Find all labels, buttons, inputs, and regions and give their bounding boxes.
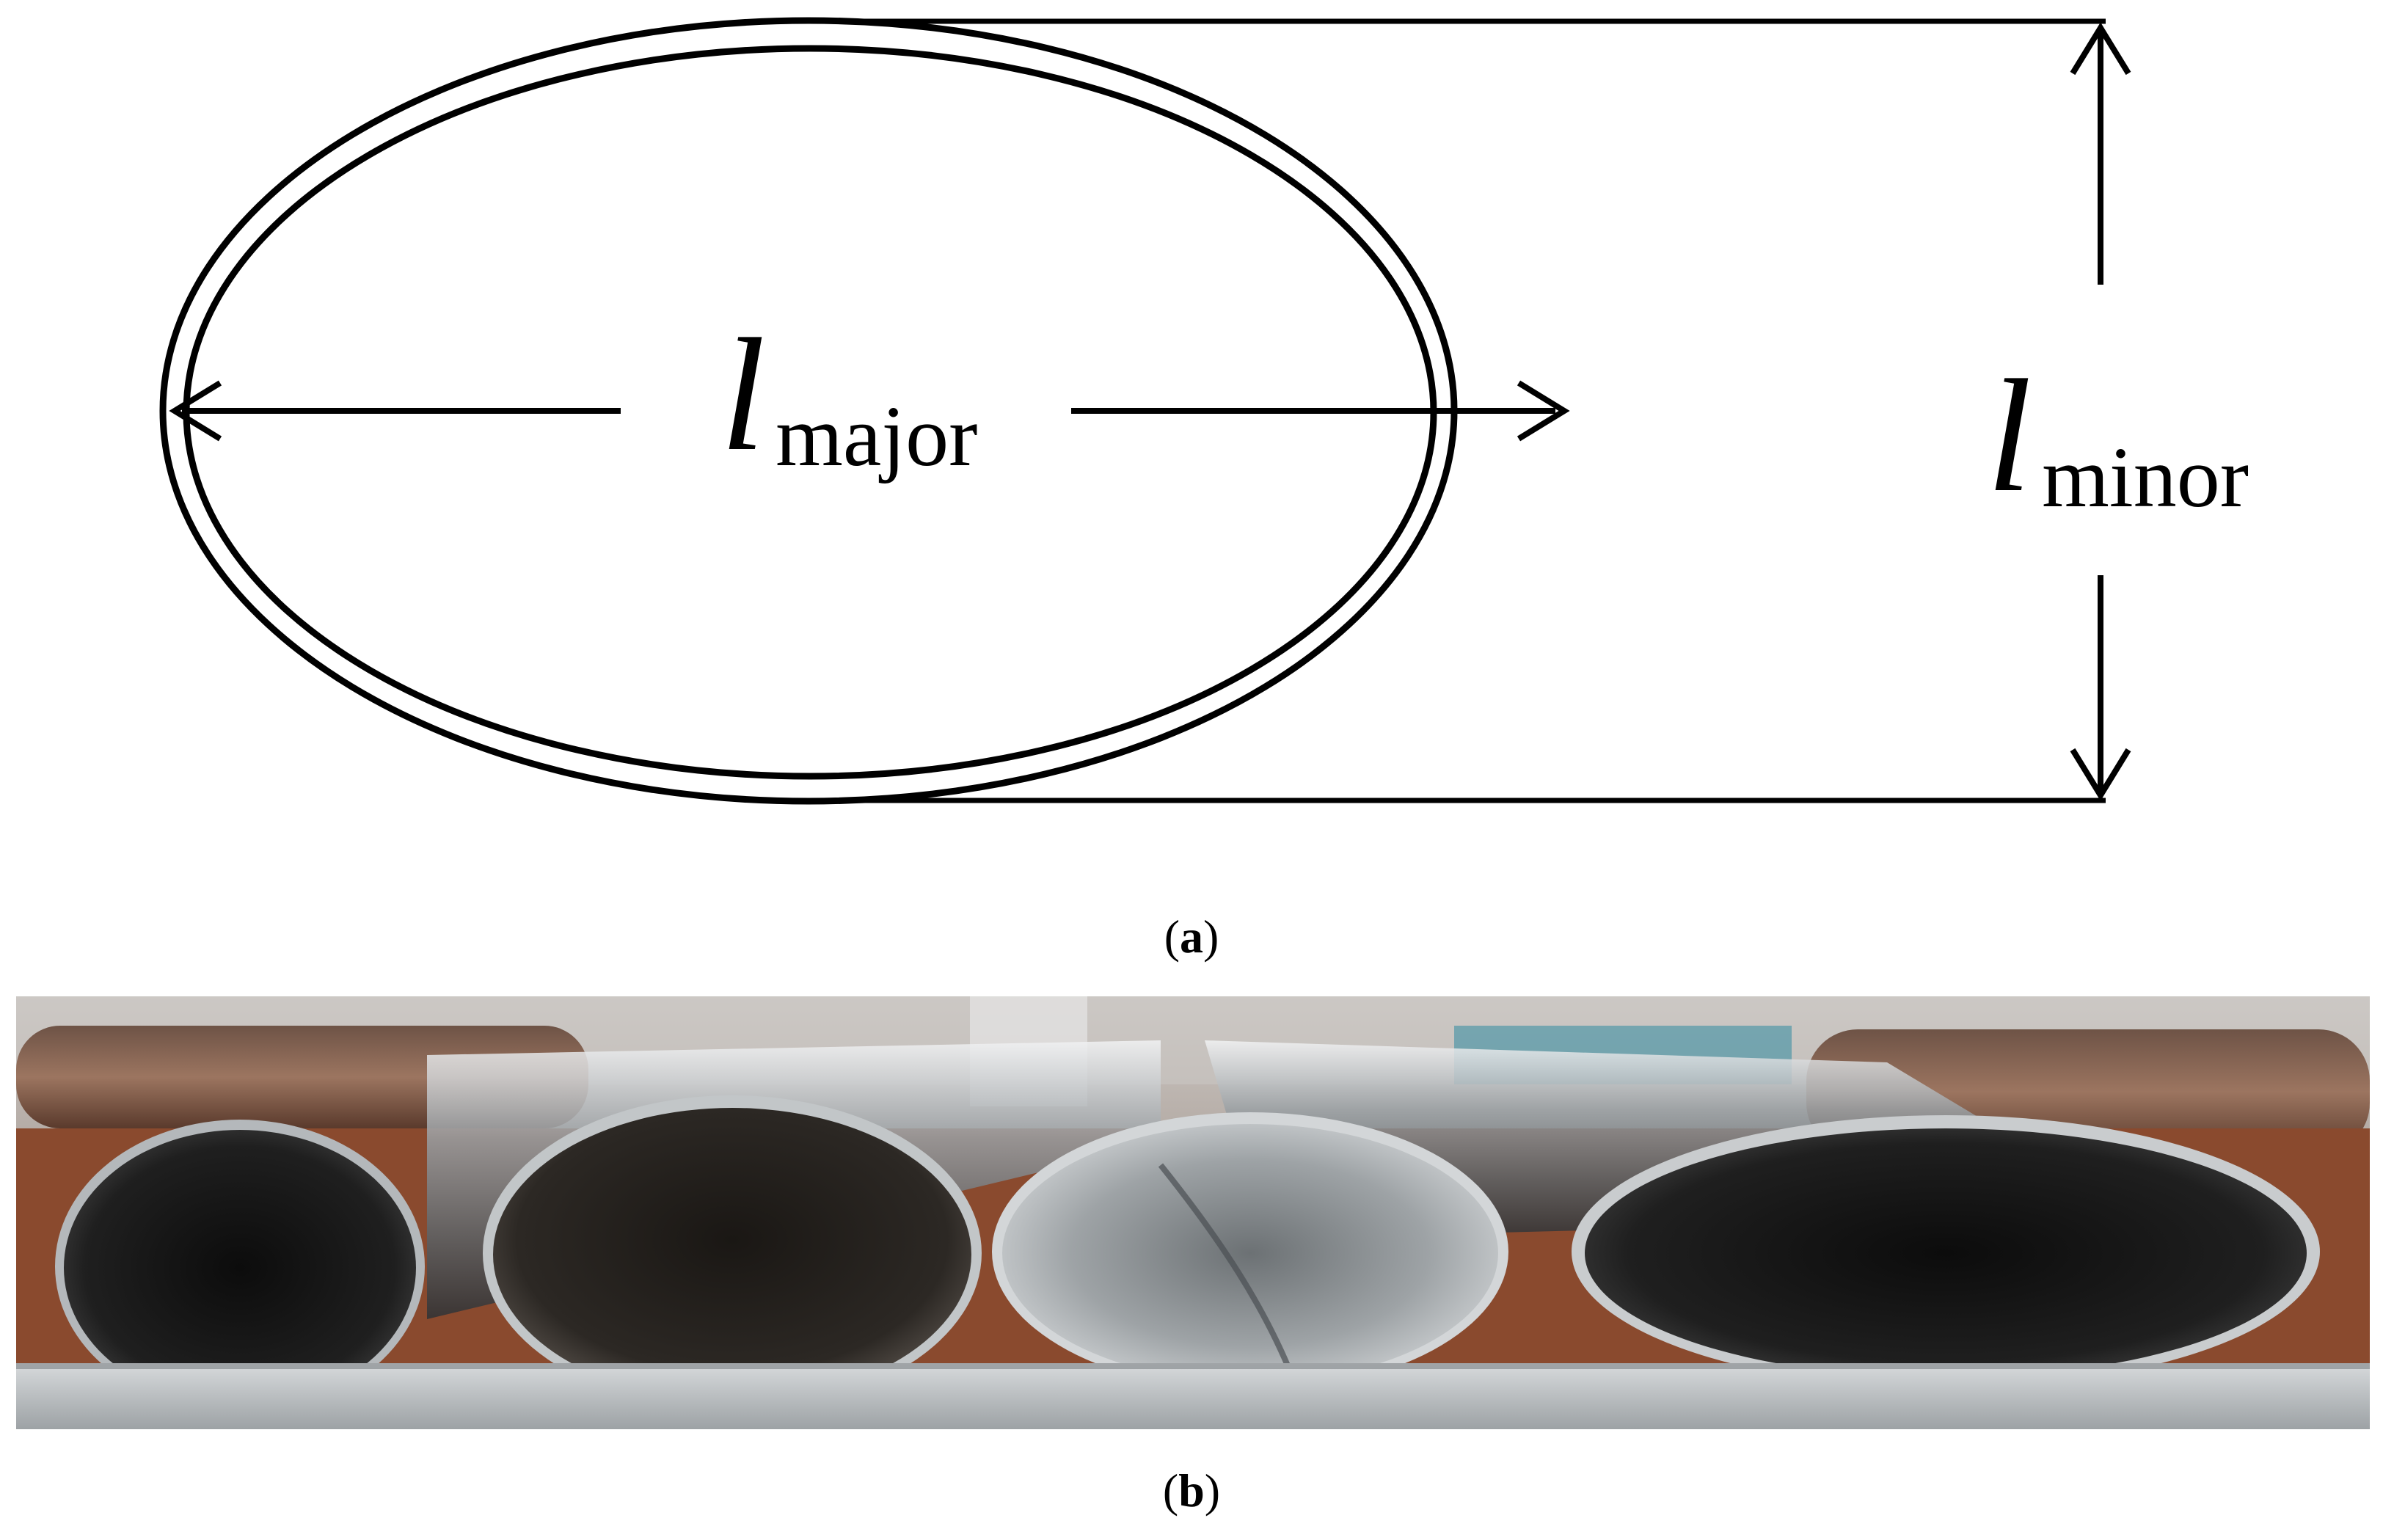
major-arrowhead-left [169,380,222,442]
tube-photograph [16,996,2370,1429]
caption-b: (b) [1162,1464,1221,1517]
minor-arrowhead-bottom [2070,748,2131,801]
caption-a: (a) [1164,911,1219,963]
minor-arrowhead-top [2070,22,2131,76]
major-arrowhead-right [1517,380,1570,442]
